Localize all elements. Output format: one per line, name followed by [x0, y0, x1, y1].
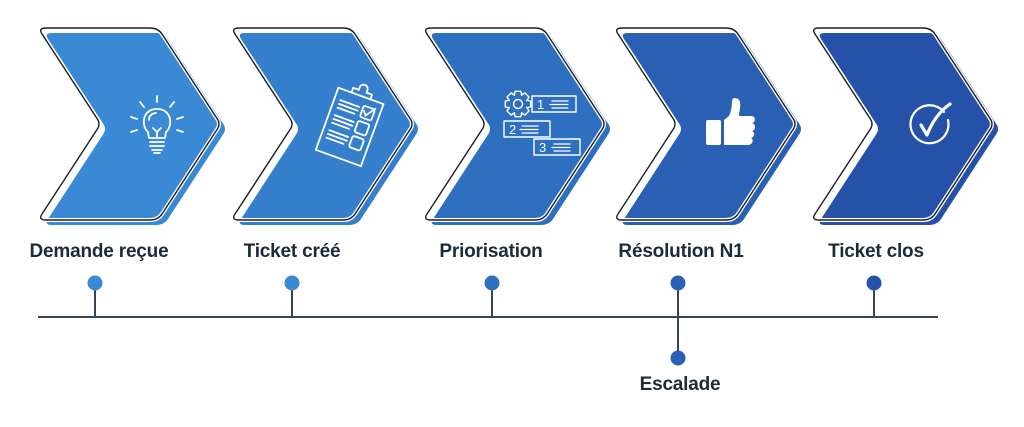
light-ray: [169, 101, 175, 108]
clipboard-checklist-icon: [314, 83, 385, 168]
bulb-base: [149, 141, 165, 154]
chevron-outline: [812, 27, 993, 221]
marker-dot: [284, 275, 300, 291]
check-circle-icon: [909, 102, 952, 145]
timeline-marker-4: [670, 275, 686, 317]
step-label-ticket-clos: Ticket clos: [828, 241, 924, 262]
lightbulb-icon: [130, 95, 184, 154]
step-label-priorisation: Priorisation: [439, 241, 543, 262]
priority-lines: [549, 100, 569, 109]
timeline-branch-escalade: [670, 317, 686, 366]
chevron-fill: [46, 33, 225, 225]
bulb-glass: [142, 108, 172, 139]
thumb-hand: [724, 98, 755, 145]
check-circle-ring: [909, 104, 950, 145]
bulb-shine: [148, 112, 157, 121]
chevron-step-2: [231, 26, 418, 225]
timeline-marker-3: [484, 275, 500, 317]
checklist-lines: [336, 99, 360, 115]
marker-dot: [866, 275, 882, 291]
marker-dot: [670, 275, 686, 291]
chevron-step-5: [811, 26, 998, 225]
step-label-resolution-n1: Résolution N1: [618, 241, 744, 262]
priority-lines: [551, 143, 571, 152]
gear-outline: [504, 90, 532, 118]
gear-priority-list-icon: 1 2 3: [503, 90, 581, 156]
light-ray: [130, 116, 138, 120]
priority-number: 2: [509, 122, 516, 137]
light-ray: [176, 116, 184, 120]
marker-dot: [484, 275, 500, 291]
light-ray: [130, 129, 138, 133]
marker-dot: [87, 275, 103, 291]
clipboard-body: [314, 83, 385, 168]
timeline-marker-2: [284, 275, 300, 317]
gear-hub: [512, 98, 524, 110]
checklist-lines: [325, 129, 350, 145]
chevron-step-4: [614, 26, 801, 225]
checklist-lines: [331, 114, 355, 130]
chevron-step-3: 1 2 3: [423, 26, 610, 225]
light-ray: [176, 129, 184, 133]
check-mark: [919, 102, 952, 137]
thumbs-up-icon: [706, 98, 755, 145]
chevron-outline: [232, 27, 413, 221]
timeline-marker-5: [866, 275, 882, 317]
priority-box-2: [503, 120, 551, 138]
priority-number: 1: [537, 97, 544, 112]
chevron-outline: [39, 27, 220, 221]
step-label-demande-recue: Demande reçue: [29, 241, 169, 262]
chevron-outline: [424, 27, 605, 221]
thumb-cuff: [706, 120, 721, 145]
clipboard-board: [314, 86, 385, 168]
priority-lines: [519, 125, 539, 134]
chevron-fill: [819, 33, 998, 225]
priority-box-1: [531, 95, 577, 113]
priority-box-3: [533, 138, 581, 156]
checkbox: [348, 135, 365, 152]
clipboard-clip: [350, 83, 373, 101]
checkmark: [363, 107, 377, 117]
step-label-ticket-cree: Ticket créé: [243, 241, 341, 262]
checkbox: [353, 120, 370, 137]
bulb-filament: [152, 127, 162, 139]
light-ray: [139, 101, 145, 108]
chevron-fill: [239, 33, 418, 225]
checkbox: [359, 105, 376, 122]
priority-number: 3: [539, 140, 546, 155]
chevron-outline: [615, 27, 796, 221]
branch-dot: [670, 350, 686, 366]
timeline-marker-1: [87, 275, 103, 317]
branch-label-escalade: Escalade: [639, 374, 721, 395]
chevron-step-1: [38, 26, 225, 225]
